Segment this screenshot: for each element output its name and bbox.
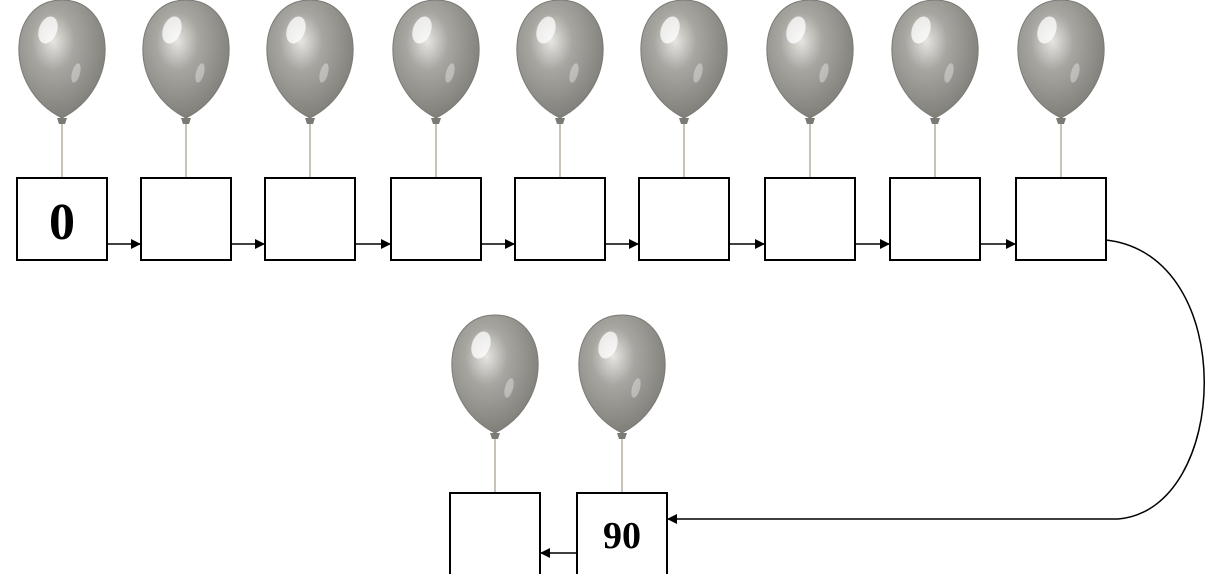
- balloons-layer: [18, 0, 1105, 493]
- number-box: [638, 177, 730, 261]
- balloon-icon: [392, 0, 480, 178]
- balloon-icon: [1017, 0, 1105, 178]
- number-box: [390, 177, 482, 261]
- number-box: 0: [16, 177, 108, 261]
- number-box: [140, 177, 232, 261]
- number-box: [264, 177, 356, 261]
- balloon-icon: [451, 314, 539, 493]
- number-box: [889, 177, 981, 261]
- number-box: [764, 177, 856, 261]
- arrow-curve-icon: [667, 239, 1205, 524]
- arrows-layer: [107, 239, 1205, 558]
- balloon-icon: [766, 0, 854, 178]
- balloon-icon: [18, 0, 106, 178]
- balloon-icon: [640, 0, 728, 178]
- balloon-icon: [266, 0, 354, 178]
- number-box: [449, 492, 541, 576]
- box-value: 0: [49, 194, 75, 251]
- box-value: 90: [603, 515, 641, 557]
- balloon-icon: [142, 0, 230, 178]
- balloon-icon: [578, 314, 666, 493]
- balloon-icon: [891, 0, 979, 178]
- balloon-icon: [516, 0, 604, 178]
- number-box: 90: [576, 492, 668, 576]
- number-box: [1015, 177, 1107, 261]
- boxes-layer: 0 90: [16, 177, 1107, 576]
- number-box: [514, 177, 606, 261]
